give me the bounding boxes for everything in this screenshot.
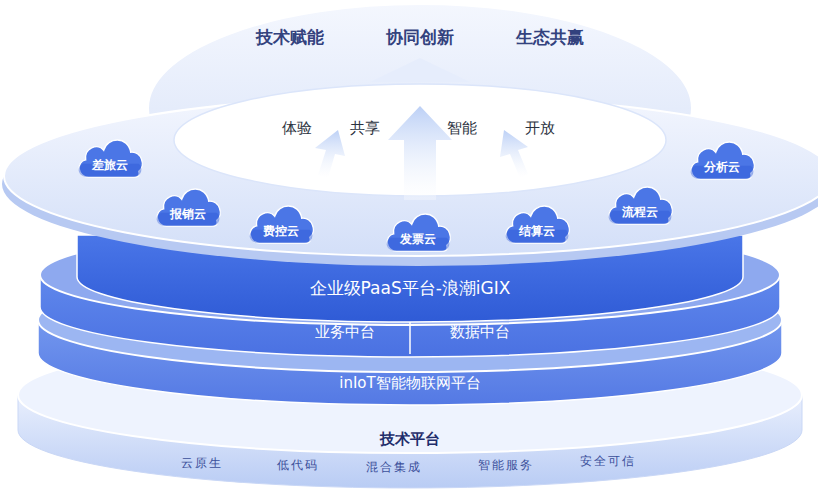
label-text: 云原生	[181, 455, 223, 472]
tech-platform-base: 技术平台云原生 低代码 混合集成 智能服务 安全可信	[150, 425, 670, 480]
cloud-node: 结算云	[501, 198, 573, 246]
label-text: 智能	[447, 119, 477, 138]
cloud-shape	[245, 198, 317, 246]
cloud-shape	[152, 181, 224, 229]
cloud-shape	[74, 132, 146, 180]
label-text: 分析云	[704, 159, 740, 176]
label-text: 生态共赢	[516, 26, 584, 49]
cloud-node: 流程云	[604, 179, 676, 227]
platform-band-label: 数据中台	[450, 323, 510, 342]
label-text: 企业级PaaS平台-浪潮iGIX	[310, 277, 511, 300]
label-text: 技术平台	[380, 430, 440, 449]
platform-band-label: 企业级PaaS平台-浪潮iGIX	[310, 277, 511, 300]
label-text: 体验	[282, 119, 312, 138]
label-text: 数据中台	[450, 323, 510, 342]
label-text: 安全可信	[580, 453, 636, 470]
label-text: 差旅云	[92, 157, 128, 174]
label-text: 共享	[350, 119, 380, 138]
cloud-shape	[686, 134, 758, 182]
label-text: 低代码	[277, 457, 319, 474]
label-text: 发票云	[400, 231, 436, 248]
inner-ellipse: 体验 共享 智能 开放	[260, 110, 580, 146]
cloud-shape	[501, 198, 573, 246]
platform-band-label: 业务中台	[315, 323, 375, 342]
platform-band-label: inIoT智能物联网平台	[339, 374, 480, 393]
label-text: 流程云	[622, 204, 658, 221]
label-text: inIoT智能物联网平台	[339, 374, 480, 393]
cloud-node: 报销云	[152, 181, 224, 229]
label-text: 结算云	[519, 223, 555, 240]
dome-banner: 技术赋能 协同创新 生态共赢	[220, 20, 620, 54]
cloud-shape	[382, 206, 454, 254]
cloud-node: 分析云	[686, 134, 758, 182]
label-text: 协同创新	[386, 26, 454, 49]
cloud-node: 费控云	[245, 198, 317, 246]
label-text: 混合集成	[366, 459, 422, 476]
label-text: 业务中台	[315, 323, 375, 342]
label-text: 智能服务	[478, 457, 534, 474]
label-text: 费控云	[263, 223, 299, 240]
cloud-node: 发票云	[382, 206, 454, 254]
label-text: 技术赋能	[256, 26, 324, 49]
label-text: 报销云	[170, 206, 206, 223]
cloud-node: 差旅云	[74, 132, 146, 180]
cloud-shape	[604, 179, 676, 227]
label-text: 开放	[525, 119, 555, 138]
